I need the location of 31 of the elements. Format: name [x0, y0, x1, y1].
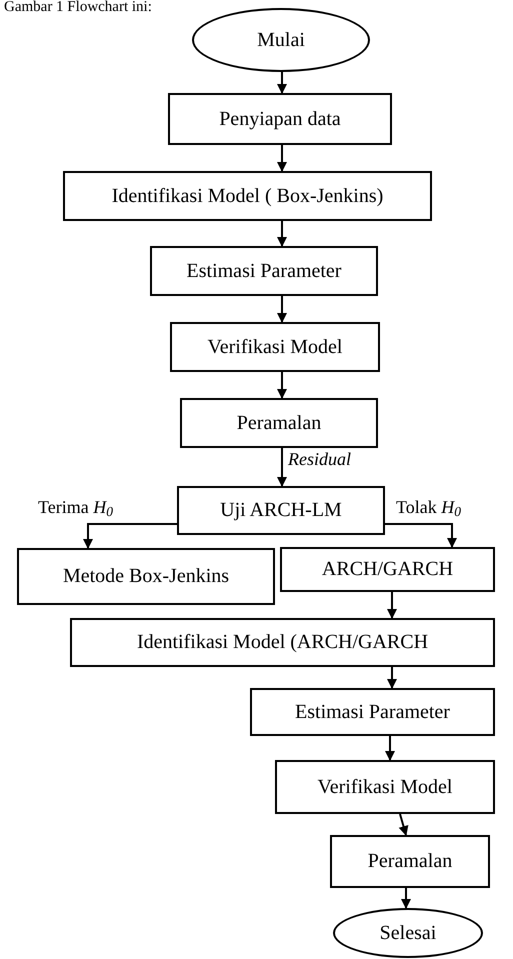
terminal-ellipse: Selesai — [333, 908, 483, 958]
arrow — [401, 888, 411, 909]
arrow — [277, 145, 287, 172]
arrow — [387, 592, 397, 619]
arrow — [398, 814, 408, 836]
process-box: Metode Box-Jenkins — [17, 548, 275, 605]
process-box: Verifikasi Model — [170, 322, 380, 372]
process-box: Estimasi Parameter — [250, 688, 495, 736]
arrow — [385, 736, 395, 761]
arrow — [387, 667, 397, 689]
process-box: Uji ARCH-LM — [177, 486, 385, 535]
process-box: Identifikasi Model ( Box-Jenkins) — [63, 171, 432, 221]
arrow — [277, 72, 287, 94]
arrow — [277, 448, 287, 487]
figure-caption: Gambar 1 Flowchart ini: — [4, 0, 152, 15]
arrow — [277, 221, 287, 247]
process-box: Peramalan — [180, 398, 378, 448]
process-box: Identifikasi Model (ARCH/GARCH — [70, 618, 495, 667]
arrow — [277, 372, 287, 399]
arrow — [385, 523, 457, 548]
process-box: ARCH/GARCH — [280, 547, 495, 592]
process-box: Verifikasi Model — [275, 760, 495, 814]
edge-label: Terima H$_{0}$ — [38, 498, 113, 516]
terminal-ellipse: Mulai — [192, 8, 370, 72]
arrow — [83, 523, 177, 549]
process-box: Estimasi Parameter — [150, 246, 378, 296]
edge-label: Tolak H$_{0}$ — [396, 498, 461, 516]
process-box: Peramalan — [330, 835, 490, 888]
process-box: Penyiapan data — [168, 93, 392, 145]
edge-label: Residual — [288, 450, 351, 468]
arrow — [277, 296, 287, 323]
